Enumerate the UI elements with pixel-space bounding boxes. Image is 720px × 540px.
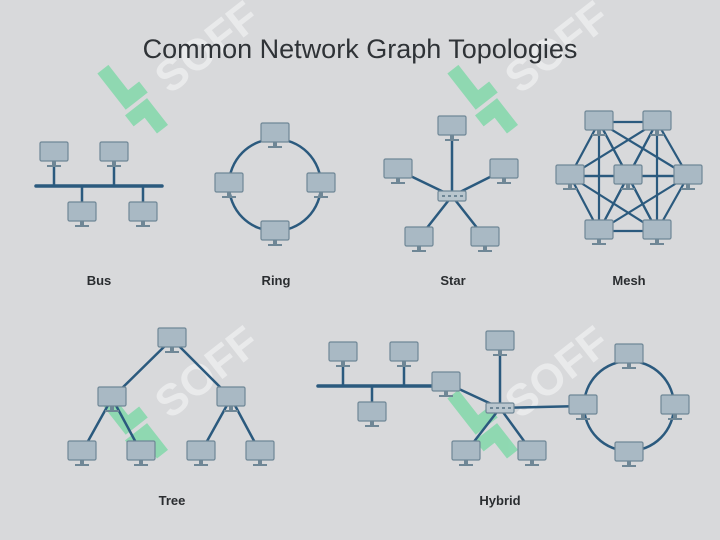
mesh-node-monitor-icon	[642, 219, 672, 245]
tree-node-monitor-icon	[97, 386, 127, 412]
watermark-logo-icon	[97, 64, 169, 134]
hybrid-ring-node-monitor-icon	[614, 343, 644, 369]
hybrid-bus-node-monitor-icon	[357, 401, 387, 427]
tree-node-monitor-icon	[157, 327, 187, 353]
tree-node-monitor-icon	[67, 440, 97, 466]
label-bus: Bus	[86, 273, 112, 288]
hybrid-ring-node-monitor-icon	[568, 394, 598, 420]
hybrid-ring-node-monitor-icon	[660, 394, 690, 420]
label-ring: Ring	[261, 273, 291, 288]
hybrid-ring-node-monitor-icon	[614, 441, 644, 467]
ring-node-monitor-icon	[306, 172, 336, 198]
star-node-monitor-icon	[470, 226, 500, 252]
star-node-monitor-icon	[383, 158, 413, 184]
star-node-monitor-icon	[437, 115, 467, 141]
hybrid-bus-node-monitor-icon	[328, 341, 358, 367]
ring-node-monitor-icon	[214, 172, 244, 198]
star-node-monitor-icon	[489, 158, 519, 184]
tree-node-monitor-icon	[186, 440, 216, 466]
mesh-node-monitor-icon	[555, 164, 585, 190]
mesh-node-monitor-icon	[613, 164, 643, 190]
bus-node-monitor-icon	[99, 141, 129, 167]
hybrid-bus-node-monitor-icon	[389, 341, 419, 367]
mesh-node-monitor-icon	[584, 110, 614, 136]
hybrid-hub-icon	[485, 402, 515, 414]
tree-node-monitor-icon	[126, 440, 156, 466]
bus-node-monitor-icon	[128, 201, 158, 227]
watermark-logo-icon	[447, 389, 519, 459]
label-hybrid: Hybrid	[479, 493, 521, 508]
label-star: Star	[440, 273, 466, 288]
bus-node-monitor-icon	[67, 201, 97, 227]
mesh-node-monitor-icon	[584, 219, 614, 245]
ring-node-monitor-icon	[260, 220, 290, 246]
mesh-node-monitor-icon	[642, 110, 672, 136]
tree-node-monitor-icon	[245, 440, 275, 466]
diagram-title: Common Network Graph Topologies	[142, 34, 578, 64]
bus-node-monitor-icon	[39, 141, 69, 167]
hybrid-node-monitor-icon	[517, 440, 547, 466]
star-node-monitor-icon	[404, 226, 434, 252]
mesh-link	[597, 174, 690, 233]
watermark-logo-icon	[447, 64, 519, 134]
label-mesh: Mesh	[612, 273, 646, 288]
hybrid-node-monitor-icon	[431, 371, 461, 397]
hybrid-node-monitor-icon	[485, 330, 515, 356]
nodes-layer	[39, 110, 703, 467]
hybrid-node-monitor-icon	[451, 440, 481, 466]
tree-node-monitor-icon	[216, 386, 246, 412]
label-tree: Tree	[158, 493, 186, 508]
star-hub-icon	[437, 190, 467, 202]
mesh-node-monitor-icon	[673, 164, 703, 190]
ring-node-monitor-icon	[260, 122, 290, 148]
